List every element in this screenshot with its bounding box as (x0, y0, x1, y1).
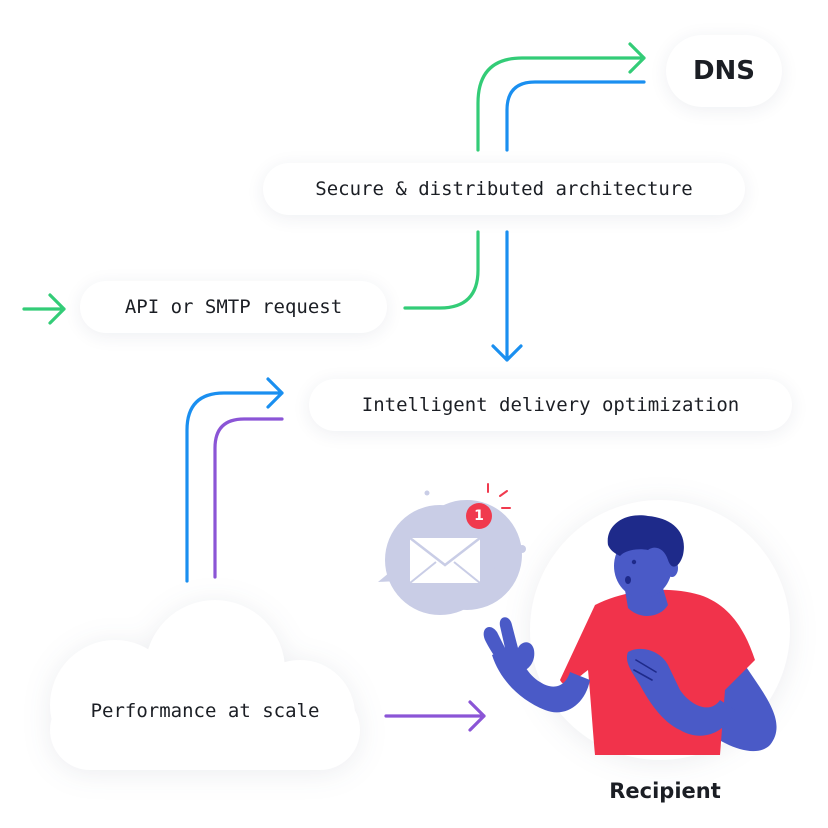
hair (607, 515, 684, 567)
api-request-node: API or SMTP request (80, 281, 387, 333)
secure-architecture-node: Secure & distributed architecture (263, 163, 745, 215)
recipient-person (483, 515, 777, 755)
recipient-label: Recipient (609, 779, 721, 803)
arrow-api-to-architecture (403, 230, 480, 310)
secure-architecture-label: Secure & distributed architecture (315, 178, 693, 200)
ok-hand (483, 617, 535, 672)
arrow-into-api (22, 293, 66, 325)
arrow-optimization-to-performance (213, 417, 284, 579)
arrow-performance-to-optimization (185, 377, 284, 583)
delivery-optimization-node: Intelligent delivery optimization (309, 379, 792, 431)
performance-cloud (50, 600, 360, 770)
notification-count: 1 (474, 508, 484, 524)
arrow-architecture-to-optimization (491, 230, 523, 362)
email-notification (378, 483, 526, 615)
dns-label: DNS (692, 56, 756, 86)
delivery-optimization-label: Intelligent delivery optimization (361, 394, 740, 416)
arrow-performance-to-recipient (384, 700, 486, 732)
email-envelope-icon (409, 537, 481, 584)
api-request-label: API or SMTP request (124, 296, 343, 318)
performance-label: Performance at scale (90, 700, 320, 722)
notification-badge-icon (466, 503, 492, 529)
arrow-dns-to-architecture (505, 80, 646, 152)
arrow-architecture-to-dns (476, 42, 646, 152)
dns-node: DNS (666, 35, 782, 107)
